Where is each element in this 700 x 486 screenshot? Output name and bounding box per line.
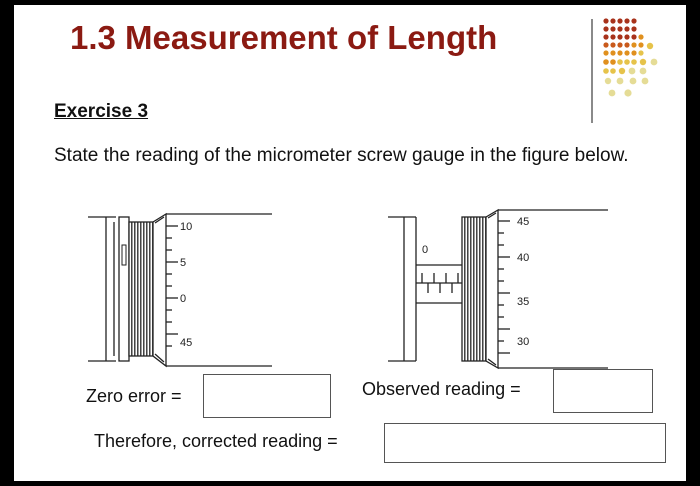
right-thimble-label: 40 (517, 252, 529, 264)
slide: 1.3 Measurement of Length Exercise 3 Sta… (14, 5, 686, 481)
decorative-dots-icon (603, 18, 658, 97)
left-thimble-labels: 10 5 0 45 (180, 221, 192, 349)
corrected-reading-input[interactable] (384, 423, 666, 463)
observed-reading-label: Observed reading = (362, 379, 521, 399)
left-thimble-label: 0 (180, 293, 186, 305)
zero-error-label: Zero error = (86, 386, 182, 406)
title-divider (591, 19, 593, 123)
left-micrometer (88, 212, 272, 368)
observed-reading-input[interactable] (553, 369, 653, 413)
right-thimble-label: 35 (517, 296, 529, 308)
left-thimble-label: 5 (180, 257, 186, 269)
right-thimble-label: 45 (517, 216, 529, 228)
left-thimble-label: 10 (180, 221, 192, 233)
right-sleeve-label: 0 (422, 244, 428, 256)
right-micrometer (388, 208, 608, 370)
left-thimble-label: 45 (180, 337, 192, 349)
right-thimble-label: 30 (517, 336, 529, 348)
exercise-heading: Exercise 3 (54, 101, 149, 122)
micrometer-diagrams: 10 5 0 45 (88, 208, 608, 370)
corrected-reading-label: Therefore, corrected reading = (94, 431, 338, 451)
right-scale-labels: 0 45 40 35 30 (422, 216, 529, 348)
exercise-instruction: State the reading of the micrometer scre… (54, 145, 629, 166)
zero-error-input[interactable] (203, 374, 331, 418)
slide-title: 1.3 Measurement of Length (70, 19, 498, 56)
